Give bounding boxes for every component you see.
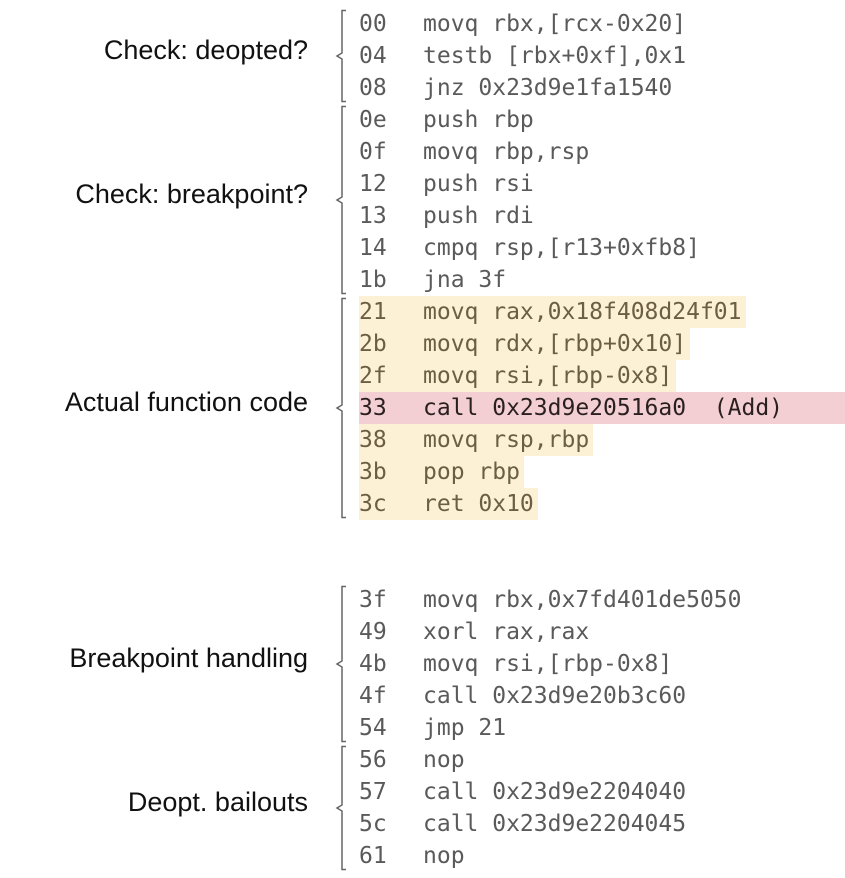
code-offset: 3f [359,587,387,613]
section-bracket [335,105,348,295]
code-row: 0e push rbp [359,104,538,136]
code-row: 61 nop [359,840,469,872]
code-offset: 5c [359,811,387,837]
code-offset: 21 [359,299,387,325]
code-offset: 0e [359,107,387,133]
highlighted-call-row: 33 call 0x23d9e20516a0 (Add) [359,392,845,424]
instruction: nop [423,747,465,773]
code-row: 38 movq rsp,rbp [359,424,594,456]
code-row: 3f movq rbx,0x7fd401de5050 [359,584,746,616]
code-row: 4b movq rsi,[rbp-0x8] [359,648,676,680]
instruction: jna 3f [423,267,507,293]
code-row: 14 cmpq rsp,[r13+0xfb8] [359,232,704,264]
code-offset: 12 [359,171,387,197]
section-label: Breakpoint handling [69,643,308,673]
section-label: Deopt. bailouts [127,787,308,817]
instruction: movq rbp,rsp [423,139,590,165]
section-bracket [335,9,348,103]
code-offset: 14 [359,235,387,261]
instruction: push rbp [423,107,534,133]
code-row: 2b movq rdx,[rbp+0x10] [359,328,691,360]
code-row: 0f movq rbp,rsp [359,136,593,168]
code-offset: 1b [359,267,387,293]
code-offset: 56 [359,747,387,773]
instruction: jmp 21 [423,715,507,741]
code-offset: 38 [359,427,387,453]
code-row: 1b jna 3f [359,264,510,296]
instruction: push rdi [423,203,534,229]
code-offset: 0f [359,139,387,165]
code-row: 54 jmp 21 [359,712,510,744]
instruction: pop rbp [423,459,520,485]
code-offset: 13 [359,203,387,229]
code-offset: 4b [359,651,387,677]
code-offset: 2f [359,363,387,389]
instruction: xorl rax,rax [423,619,590,645]
code-row: 49 xorl rax,rax [359,616,593,648]
code-row: 13 push rdi [359,200,538,232]
instruction: call 0x23d9e2204045 [423,811,687,837]
code-offset: 61 [359,843,387,869]
code-row: 4f call 0x23d9e20b3c60 [359,680,690,712]
instruction: movq rbx,0x7fd401de5050 [423,587,742,613]
code-row: 12 push rsi [359,168,538,200]
code-offset: 2b [359,331,387,357]
section-label: Check: breakpoint? [75,179,308,209]
instruction: movq rsi,[rbp-0x8] [423,363,673,389]
instruction: ret 0x10 [423,491,534,517]
instruction: movq rdx,[rbp+0x10] [423,331,687,357]
section-bracket [335,297,348,519]
code-row: 08 jnz 0x23d9e1fa1540 [359,72,676,104]
instruction: call 0x23d9e20b3c60 [423,683,687,709]
code-row: 3b pop rbp [359,456,524,488]
code-offset: 04 [359,43,387,69]
code-row: 2f movq rsi,[rbp-0x8] [359,360,677,392]
instruction: testb [rbx+0xf],0x1 [423,43,687,69]
section-bracket [335,585,348,743]
instruction: push rsi [423,171,534,197]
instruction: movq rax,0x18f408d24f01 [423,299,742,325]
instruction: movq rsi,[rbp-0x8] [423,651,673,677]
code-offset: 3b [359,459,387,485]
code-row: 04 testb [rbx+0xf],0x1 [359,40,690,72]
code-row: 56 nop [359,744,469,776]
code-row: 21 movq rax,0x18f408d24f01 [359,296,746,328]
code-offset: 54 [359,715,387,741]
instruction: call 0x23d9e2204040 [423,779,687,805]
instruction: jnz 0x23d9e1fa1540 [423,75,673,101]
code-row: 00 movq rbx,[rcx-0x20] [359,8,690,40]
code-offset: 57 [359,779,387,805]
instruction: movq rsp,rbp [423,427,590,453]
code-offset: 49 [359,619,387,645]
code-offset: 08 [359,75,387,101]
code-row: 57 call 0x23d9e2204040 [359,776,690,808]
code-offset: 00 [359,11,387,37]
code-offset: 33 [359,395,387,421]
section-label: Actual function code [64,387,308,417]
instruction: nop [423,843,465,869]
code-row: 5c call 0x23d9e2204045 [359,808,690,840]
instruction: call 0x23d9e20516a0 (Add) [423,395,784,421]
section-bracket [335,745,348,871]
code-offset: 3c [359,491,387,517]
code-row: 3c ret 0x10 [359,488,538,520]
code-offset: 4f [359,683,387,709]
instruction: movq rbx,[rcx-0x20] [423,11,687,37]
instruction: cmpq rsp,[r13+0xfb8] [423,235,700,261]
section-label: Check: deopted? [103,35,308,65]
